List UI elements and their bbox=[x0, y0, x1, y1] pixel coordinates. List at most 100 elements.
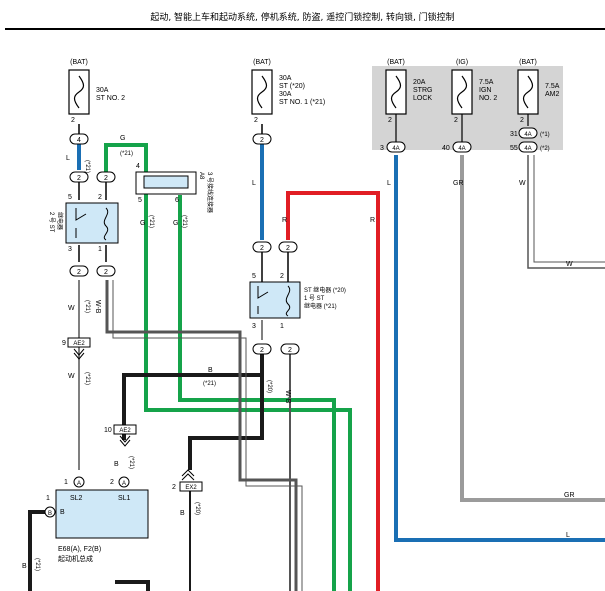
fuse4-name2: NO. 2 bbox=[479, 95, 497, 102]
r1-pin2: 2 bbox=[98, 194, 102, 201]
a8-desc: 3 号接线连接器 bbox=[206, 172, 214, 213]
connector-ae2-9: AE2 bbox=[67, 337, 91, 360]
wire-label-gr2: GR bbox=[564, 492, 575, 499]
r2-pin2: 2 bbox=[280, 273, 284, 280]
connector-ae2-10: AE2 bbox=[113, 424, 137, 447]
connector-2-r2-out-right: 2 bbox=[280, 343, 300, 355]
note20-a: (*20) bbox=[266, 380, 272, 393]
pin-sl1: SL1 bbox=[118, 495, 131, 502]
wire-label-w1: W bbox=[519, 180, 526, 187]
note2: (*2) bbox=[540, 146, 550, 152]
svg-text:2: 2 bbox=[104, 269, 108, 276]
wire-label-l1: L bbox=[66, 155, 70, 162]
fuse-strg-lock bbox=[385, 69, 407, 115]
bat-label-4: (BAT) bbox=[519, 59, 537, 66]
relay1-label-1: 2 号 ST bbox=[48, 212, 55, 233]
note21-i: (*21) bbox=[34, 558, 40, 571]
fuse-st-no2 bbox=[68, 69, 90, 115]
connector-ex2: EX2 bbox=[179, 469, 203, 492]
wire-label-b4: B bbox=[22, 563, 27, 570]
starter-code: E68(A), F2(B) bbox=[58, 546, 101, 553]
note20-b: (*20) bbox=[194, 502, 200, 515]
connector-4-left: 4 bbox=[69, 133, 89, 145]
note21-e: (*21) bbox=[84, 300, 90, 313]
ig-label: (IG) bbox=[456, 59, 468, 66]
fuse5-rating: 7.5A bbox=[545, 83, 560, 90]
fuse-am2 bbox=[517, 69, 539, 115]
connector-4a-31: 4A bbox=[518, 127, 538, 139]
note21-b: (*21) bbox=[120, 151, 133, 157]
fuse1-rating: 30A bbox=[96, 87, 109, 94]
wire-black-b2 bbox=[188, 360, 264, 470]
bat-label-2: (BAT) bbox=[253, 59, 271, 66]
wire-label-g3: G bbox=[173, 220, 178, 227]
r2-pin5: 5 bbox=[252, 273, 256, 280]
connector-2-r2-in-left: 2 bbox=[252, 241, 272, 253]
pin-3-4a: 3 bbox=[380, 145, 384, 152]
relay2-coil bbox=[285, 285, 291, 317]
a8-label: A8 bbox=[198, 172, 204, 180]
fuse1-name: ST NO. 2 bbox=[96, 95, 125, 102]
wire-blue-right bbox=[394, 155, 605, 542]
fuse2-line4: ST NO. 1 (*21) bbox=[279, 99, 325, 106]
note1: (*1) bbox=[540, 132, 550, 138]
ae2-pin10: 10 bbox=[104, 427, 112, 434]
connector-2-r2-in-right: 2 bbox=[278, 241, 298, 253]
svg-text:2: 2 bbox=[286, 245, 290, 252]
a-pin1: 1 bbox=[64, 479, 68, 486]
note21-g: (*21) bbox=[128, 456, 134, 469]
svg-text:A: A bbox=[122, 481, 126, 487]
pin-55: 55 bbox=[510, 145, 518, 152]
wire-label-l2: L bbox=[252, 180, 256, 187]
relay1-coil bbox=[103, 207, 109, 241]
pin-40: 40 bbox=[442, 145, 450, 152]
relay2-switch bbox=[257, 286, 269, 314]
svg-text:EX2: EX2 bbox=[185, 485, 197, 491]
pin-31: 31 bbox=[510, 131, 518, 138]
pin-f2: 2 bbox=[254, 117, 258, 124]
relay2-label-1: ST 继电器 (*20) bbox=[304, 286, 346, 294]
wire-green-main bbox=[104, 143, 352, 591]
connector-2-r1-out-left: 2 bbox=[69, 265, 89, 277]
relay2-label-3: 继电器 (*21) bbox=[304, 302, 337, 310]
connector-b: B bbox=[44, 506, 56, 518]
fuse4-name1: IGN bbox=[479, 87, 491, 94]
svg-text:2: 2 bbox=[260, 137, 264, 144]
starter-assembly bbox=[55, 489, 149, 539]
fuse-ign-no2 bbox=[451, 69, 473, 115]
wire-label-g2: G bbox=[140, 220, 145, 227]
wire-label-w3: W bbox=[68, 305, 75, 312]
svg-text:4A: 4A bbox=[458, 146, 465, 152]
svg-text:4A: 4A bbox=[524, 132, 531, 138]
note21-d: (*21) bbox=[181, 215, 187, 228]
svg-text:B: B bbox=[48, 511, 52, 517]
b-pin1: 1 bbox=[46, 495, 50, 502]
wire-label-w4: W bbox=[68, 373, 75, 380]
pin-f4: 2 bbox=[454, 117, 458, 124]
fuse2-line1: 30A bbox=[279, 75, 292, 82]
wire-w-right bbox=[527, 155, 605, 269]
fuse3-rating: 20A bbox=[413, 79, 426, 86]
connector-4a-3: 4A bbox=[386, 141, 406, 153]
pin-f5: 2 bbox=[520, 117, 524, 124]
svg-text:4: 4 bbox=[77, 137, 81, 144]
wire-black-ecu bbox=[28, 510, 47, 516]
relay1-switch bbox=[75, 208, 87, 238]
wire-black-bottom bbox=[115, 580, 150, 591]
svg-text:2: 2 bbox=[104, 175, 108, 182]
fuse5-name: AM2 bbox=[545, 91, 560, 98]
wire-label-r1: R bbox=[282, 217, 287, 224]
wire-label-wb1: W-B bbox=[94, 300, 101, 314]
fuse3-name2: LOCK bbox=[413, 95, 432, 102]
svg-text:AE2: AE2 bbox=[73, 341, 85, 347]
bat-label-3: (BAT) bbox=[387, 59, 405, 66]
wire-wb-inner bbox=[112, 280, 303, 591]
svg-text:2: 2 bbox=[260, 245, 264, 252]
svg-text:4A: 4A bbox=[524, 146, 531, 152]
svg-text:2: 2 bbox=[260, 347, 264, 354]
wire-w-right2 bbox=[533, 155, 605, 263]
bat-label-1: (BAT) bbox=[70, 59, 88, 66]
wire-green-second bbox=[178, 195, 336, 591]
svg-text:2: 2 bbox=[77, 269, 81, 276]
wire-label-b2: B bbox=[208, 367, 213, 374]
